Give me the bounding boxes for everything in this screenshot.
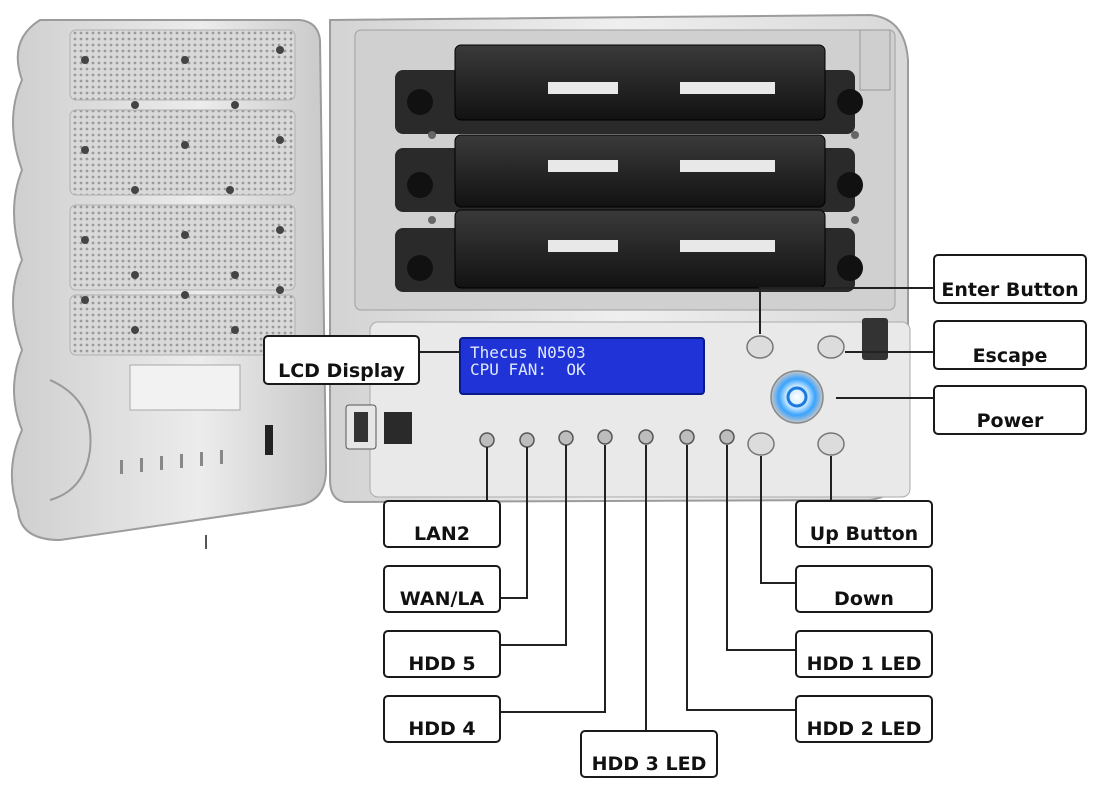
side-switch[interactable]	[862, 318, 888, 360]
callout-up-button: Up Button	[795, 500, 933, 548]
hdd5-led	[558, 430, 574, 446]
callout-escape: Escape	[933, 320, 1087, 370]
hdd3-led	[638, 429, 654, 445]
enter-button[interactable]	[746, 335, 774, 359]
control-panel	[345, 318, 911, 498]
wan-lan-led	[519, 432, 535, 448]
hdd2-led	[679, 429, 695, 445]
hdd1-led	[719, 429, 735, 445]
down-button[interactable]	[747, 432, 775, 456]
callout-hdd5: HDD 5	[383, 630, 501, 678]
power-icon	[786, 386, 808, 408]
lcd-line-2: CPU FAN: OK	[470, 360, 586, 379]
lcd-line-1: Thecus N0503	[470, 343, 586, 362]
escape-button[interactable]	[817, 335, 845, 359]
drive-bay-3	[395, 209, 863, 292]
callout-hdd1-led: HDD 1 LED	[795, 630, 933, 678]
usb-port[interactable]	[345, 404, 377, 450]
callout-down: Down	[795, 565, 933, 613]
callout-power: Power	[933, 385, 1087, 435]
up-button[interactable]	[817, 432, 845, 456]
callout-wan-lan: WAN/LA	[383, 565, 501, 613]
drive-bay-2	[395, 134, 863, 224]
hdd4-led	[597, 429, 613, 445]
callout-leader-lines	[420, 287, 935, 730]
callout-hdd4: HDD 4	[383, 695, 501, 743]
callout-lan2: LAN2	[383, 500, 501, 548]
lan2-led	[479, 432, 495, 448]
power-button[interactable]	[770, 370, 824, 424]
callout-hdd3-led: HDD 3 LED	[580, 730, 718, 778]
callout-hdd2-led: HDD 2 LED	[795, 695, 933, 743]
callout-lcd-display: LCD Display	[263, 335, 420, 385]
callout-enter-button: Enter Button	[933, 254, 1087, 304]
ir-sensor	[384, 412, 412, 444]
lcd-display	[459, 337, 705, 395]
lcd-text: Thecus N0503 CPU FAN: OK	[470, 344, 586, 378]
drive-bays	[395, 44, 863, 292]
drive-bay-1	[395, 44, 863, 139]
open-front-door	[10, 19, 328, 549]
